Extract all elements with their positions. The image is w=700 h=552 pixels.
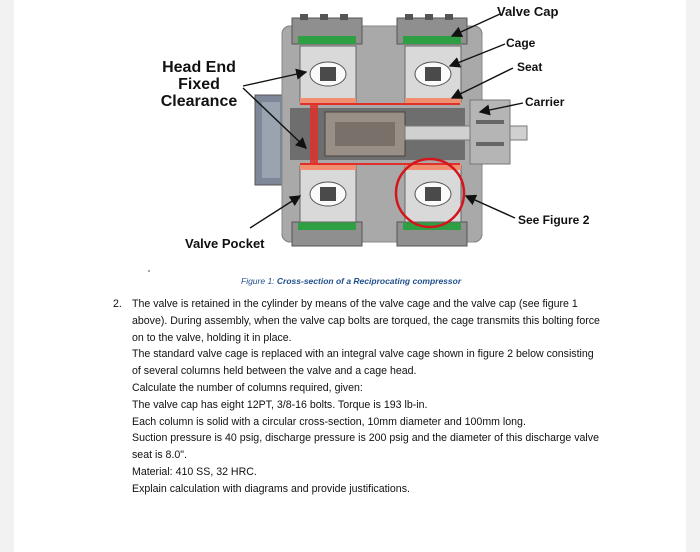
caption-prefix: Figure 1: [241,276,277,286]
valve-pocket-bottom-left [299,164,357,223]
head-end-cover [254,94,286,186]
question-paragraph: The valve is retained in the cylinder by… [132,298,600,344]
seat-label: Seat [517,60,543,74]
valve-pocket-top-left [299,45,357,104]
question-paragraph: The standard valve cage is replaced with… [132,348,594,378]
caption-title: Cross-section of a Reciprocating compres… [276,276,462,286]
question-paragraph: The valve cap has eight 12PT, 3/8-16 bol… [132,398,428,411]
valve-pocket-bottom-right [404,164,462,223]
question-block: 2. The valve is retained in the cylinder… [113,296,603,498]
leader-lines [242,13,524,229]
highlight-circle [394,157,466,229]
cage-label: Cage [506,36,536,50]
figure-caption: Figure 1: Cross-section of a Reciprocati… [241,276,461,286]
stray-dot [148,270,150,272]
question-paragraph: Material: 410 SS, 32 HRC. [132,465,257,478]
compressor-cross-section-figure [242,13,528,247]
question-paragraph: Calculate the number of columns required… [132,381,363,394]
question-paragraph: Each column is solid with a circular cro… [132,415,526,428]
head-end-label: Head End Fixed Clearance [160,59,238,110]
valve-pocket-top-right [404,45,462,104]
top-valve-caps [291,14,468,45]
question-body: The valve is retained in the cylinder by… [132,296,603,498]
valve-pocket-label: Valve Pocket [185,236,265,251]
question-paragraph: Suction pressure is 40 psig, discharge p… [132,432,599,462]
question-paragraph: Explain calculation with diagrams and pr… [132,482,410,495]
question-number: 2. [113,298,122,310]
valve-cap-label: Valve Cap [497,4,559,19]
carrier-label: Carrier [525,95,565,109]
see-figure-label: See Figure 2 [518,213,590,227]
